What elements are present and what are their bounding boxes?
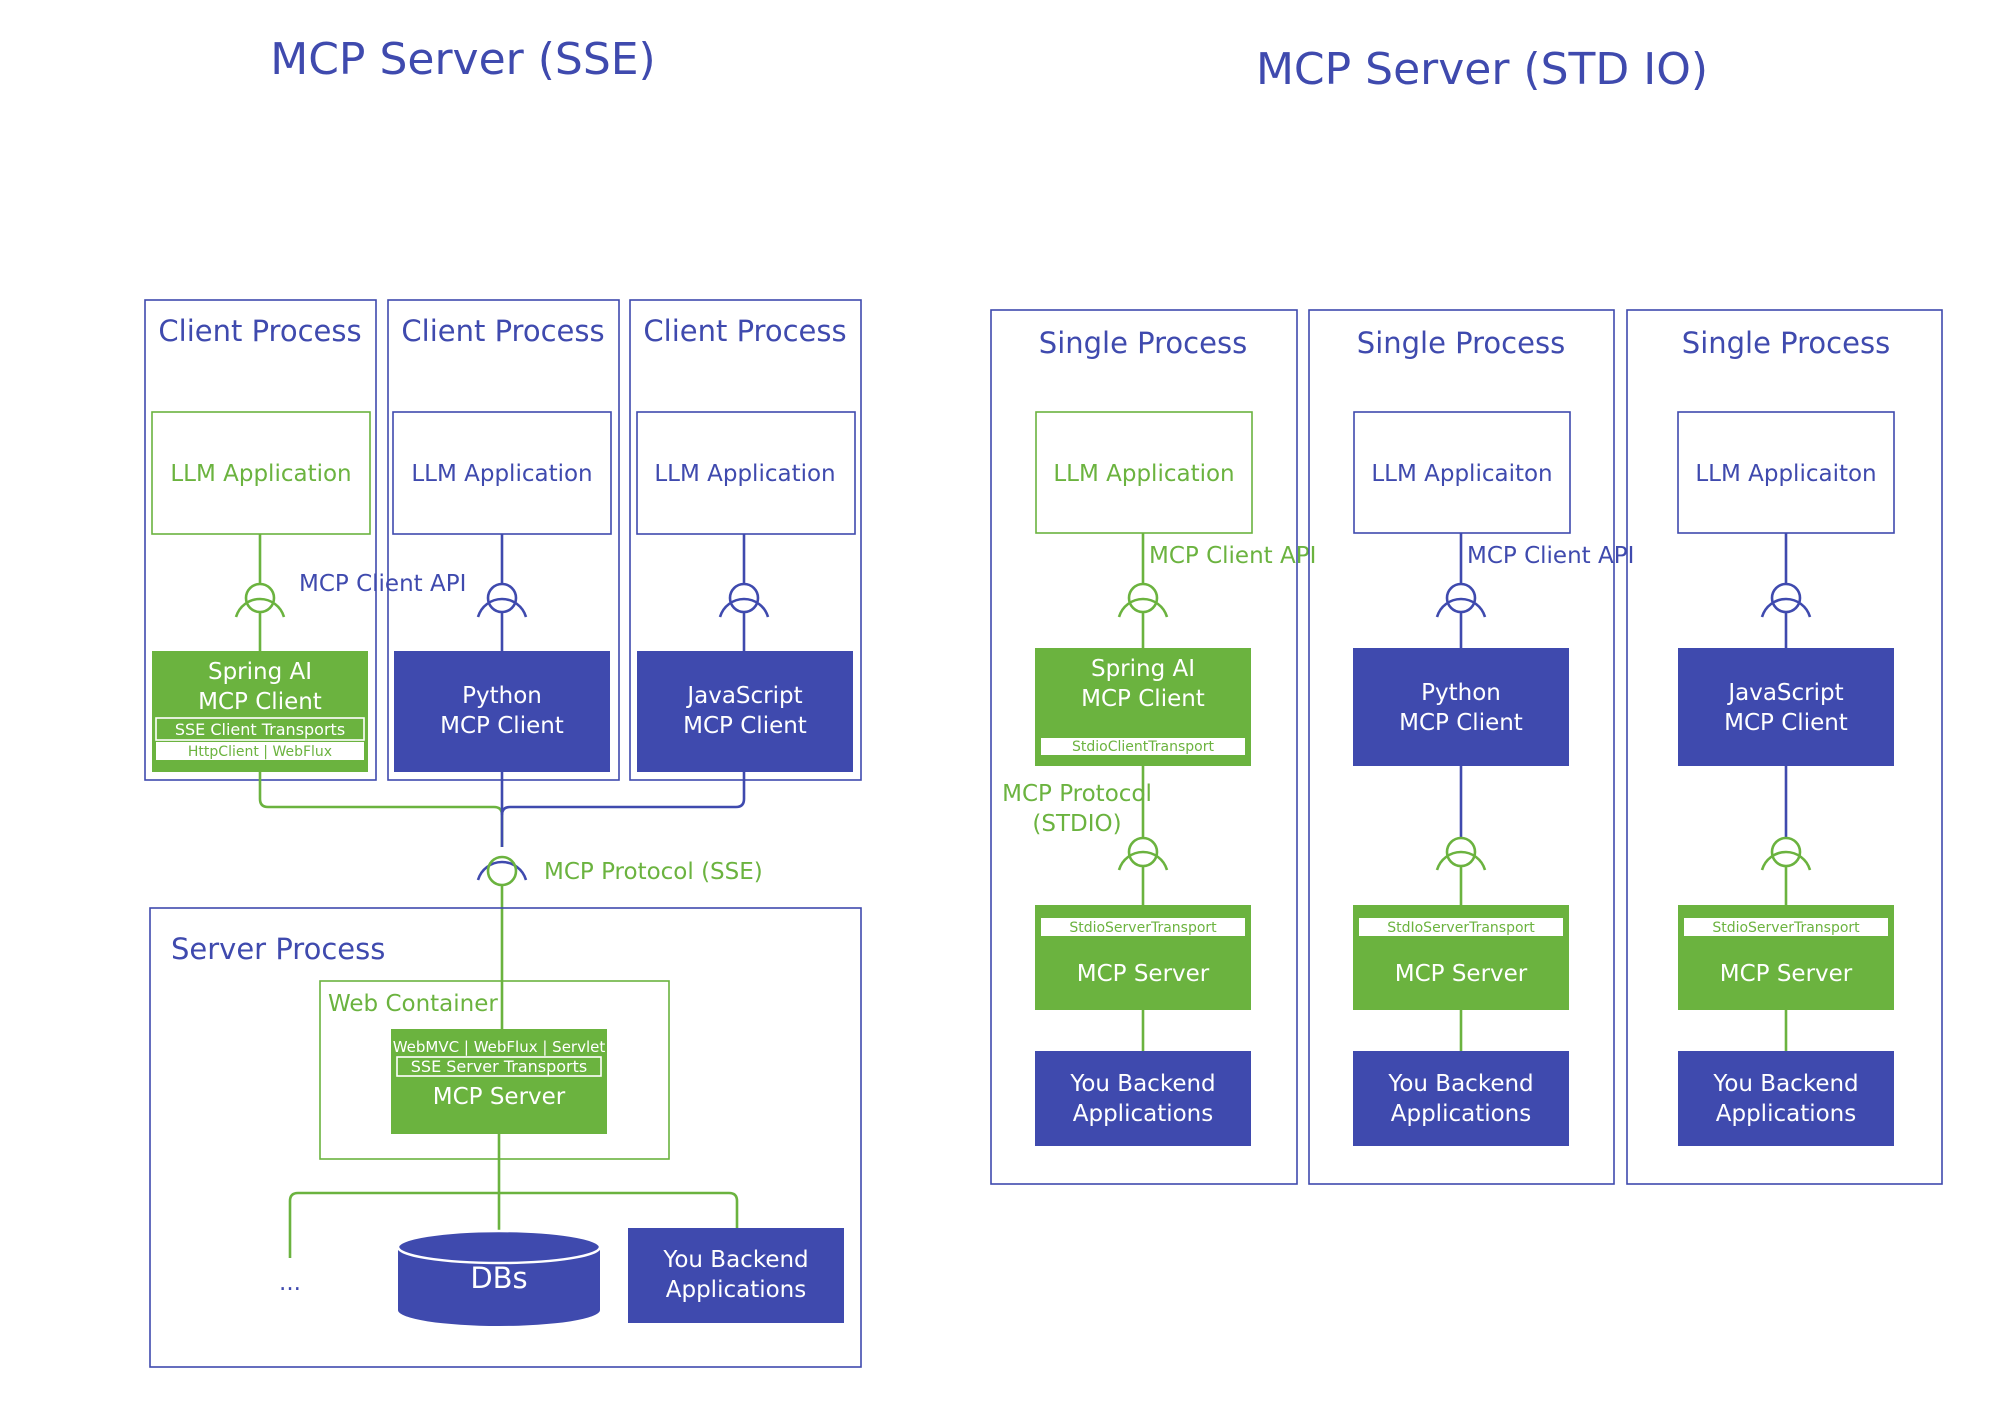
single-process-label-1: Single Process — [1039, 326, 1247, 360]
stdio-backend-box-1 — [1035, 1051, 1251, 1146]
sse-protocol-socket — [476, 860, 528, 881]
httpclient-webflux-strip — [156, 742, 364, 760]
stdio-spring-client-line1: Spring AI — [1091, 656, 1195, 682]
client-process-box-3 — [629, 299, 862, 781]
stdio-llm-application-label-1: LLM Application — [1053, 461, 1234, 487]
stdio-mcp-server-label-1: MCP Server — [1077, 961, 1210, 987]
stdio-javascript-client-line1: JavaScript — [1726, 680, 1843, 706]
sse-backend-line2: Applications — [666, 1277, 807, 1303]
llm-application-label-3: LLM Application — [654, 461, 835, 487]
client-process-label-2: Client Process — [401, 314, 604, 348]
sse-client-transports-strip — [155, 717, 365, 741]
stdio-backend-box-3 — [1678, 1051, 1894, 1146]
llm-application-label-1: LLM Application — [170, 461, 351, 487]
stdio-javascript-client-box — [1678, 648, 1894, 766]
stdio-server-transport-strip-3 — [1684, 918, 1888, 936]
stdio-python-client-line2: MCP Client — [1399, 710, 1523, 736]
stdio-protocol-label-line2: (STDIO) — [1032, 811, 1121, 837]
python-mcp-client-box — [394, 651, 610, 772]
mcp-client-api-label: MCP Client API — [299, 571, 466, 597]
stdio-backend-line1-3: You Backend — [1712, 1071, 1858, 1097]
httpclient-webflux-label: HttpClient | WebFlux — [188, 744, 332, 760]
stdio-backend-line2-2: Applications — [1391, 1101, 1532, 1127]
stdio-backend-line1-1: You Backend — [1069, 1071, 1215, 1097]
stdio-llm-application-label-3: LLM Applicaiton — [1695, 461, 1876, 487]
stdio-server-transport-label-2: StdIoServerTransport — [1387, 920, 1535, 936]
stdio-protocol-socket-1 — [1117, 850, 1169, 871]
sse-mcp-server-box — [391, 1029, 607, 1134]
stdio-server-transport-strip-2 — [1359, 918, 1563, 936]
stdio-client-api-label-2: MCP Client API — [1467, 543, 1634, 569]
python-client-line1: Python — [462, 683, 542, 709]
stdio-protocol-socket-2 — [1435, 850, 1487, 871]
stdio-protocol-label-line1: MCP Protocol — [1002, 781, 1152, 807]
client-process-box-2 — [387, 299, 620, 781]
stdio-protocol-socket-3 — [1760, 850, 1812, 871]
single-process-box-3 — [1626, 309, 1943, 1185]
stdio-mcp-server-label-2: MCP Server — [1395, 961, 1528, 987]
sse-backend-box — [628, 1228, 844, 1323]
llm-application-label-2: LLM Application — [411, 461, 592, 487]
web-container-box — [319, 980, 670, 1160]
stdio-client-api-socket-2 — [1435, 597, 1487, 618]
db-label: DBs — [470, 1261, 527, 1295]
server-process-box — [149, 907, 862, 1368]
mcp-protocol-sse-label: MCP Protocol (SSE) — [544, 859, 763, 885]
spring-ai-client-line2: MCP Client — [198, 689, 322, 715]
server-process-label: Server Process — [171, 932, 385, 966]
stdio-server-transport-label-3: StdioServerTransport — [1712, 920, 1860, 936]
stdio-backend-line2-3: Applications — [1716, 1101, 1857, 1127]
stdio-spring-client-line2: MCP Client — [1081, 686, 1205, 712]
spring-client-connector — [258, 772, 504, 847]
single-process-box-1 — [990, 309, 1298, 1185]
javascript-client-connector — [500, 772, 746, 816]
stdio-backend-line2-1: Applications — [1073, 1101, 1214, 1127]
spring-ai-client-line1: Spring AI — [208, 659, 312, 685]
stdio-backend-box-2 — [1353, 1051, 1569, 1146]
webmvc-webflux-servlet-label: WebMVC | WebFlux | Servlet — [393, 1038, 606, 1056]
stdio-javascript-client-line2: MCP Client — [1724, 710, 1848, 736]
sse-diagram-title: MCP Server (SSE) — [270, 34, 655, 85]
sse-client-transports-label: SSE Client Transports — [175, 720, 345, 739]
sse-mcp-server-label: MCP Server — [433, 1084, 566, 1110]
sse-server-transports-strip — [396, 1056, 602, 1077]
stdio-diagram-title: MCP Server (STD IO) — [1256, 44, 1708, 95]
javascript-client-line2: MCP Client — [683, 713, 807, 739]
stdio-client-transport-label: StdioClientTransport — [1072, 739, 1214, 755]
stdio-python-client-box — [1353, 648, 1569, 766]
python-client-line2: MCP Client — [440, 713, 564, 739]
sse-backend-line1: You Backend — [662, 1247, 808, 1273]
stdio-server-transport-strip-1 — [1041, 918, 1245, 936]
single-process-label-3: Single Process — [1682, 326, 1890, 360]
client-api-socket-2 — [476, 597, 528, 618]
stdio-backend-line1-2: You Backend — [1387, 1071, 1533, 1097]
db-cylinder-body — [398, 1247, 600, 1326]
stdio-mcp-server-label-3: MCP Server — [1720, 961, 1853, 987]
more-backends-ellipsis: ... — [279, 1270, 301, 1296]
sse-server-transports-label: SSE Server Transports — [411, 1057, 587, 1076]
client-process-label-3: Client Process — [643, 314, 846, 348]
javascript-client-line1: JavaScript — [685, 683, 802, 709]
single-process-box-2 — [1308, 309, 1615, 1185]
client-api-socket-3 — [718, 597, 770, 618]
stdio-client-transport-strip — [1041, 738, 1245, 755]
single-process-label-2: Single Process — [1357, 326, 1565, 360]
llm-application-box-3 — [636, 411, 856, 535]
stdio-python-client-line1: Python — [1421, 680, 1501, 706]
stdio-client-api-label-1: MCP Client API — [1149, 543, 1316, 569]
web-container-label: Web Container — [328, 991, 498, 1017]
javascript-mcp-client-box — [637, 651, 853, 772]
stdio-llm-application-label-2: LLM Applicaiton — [1371, 461, 1552, 487]
stdio-client-api-socket-1 — [1117, 597, 1169, 618]
client-process-label-1: Client Process — [158, 314, 361, 348]
db-cylinder-top — [396, 1229, 602, 1265]
server-downstream-branches — [288, 1191, 739, 1258]
stdio-server-transport-label-1: StdioServerTransport — [1069, 920, 1217, 936]
client-api-socket-1 — [234, 597, 286, 618]
stdio-client-api-socket-3 — [1760, 597, 1812, 618]
